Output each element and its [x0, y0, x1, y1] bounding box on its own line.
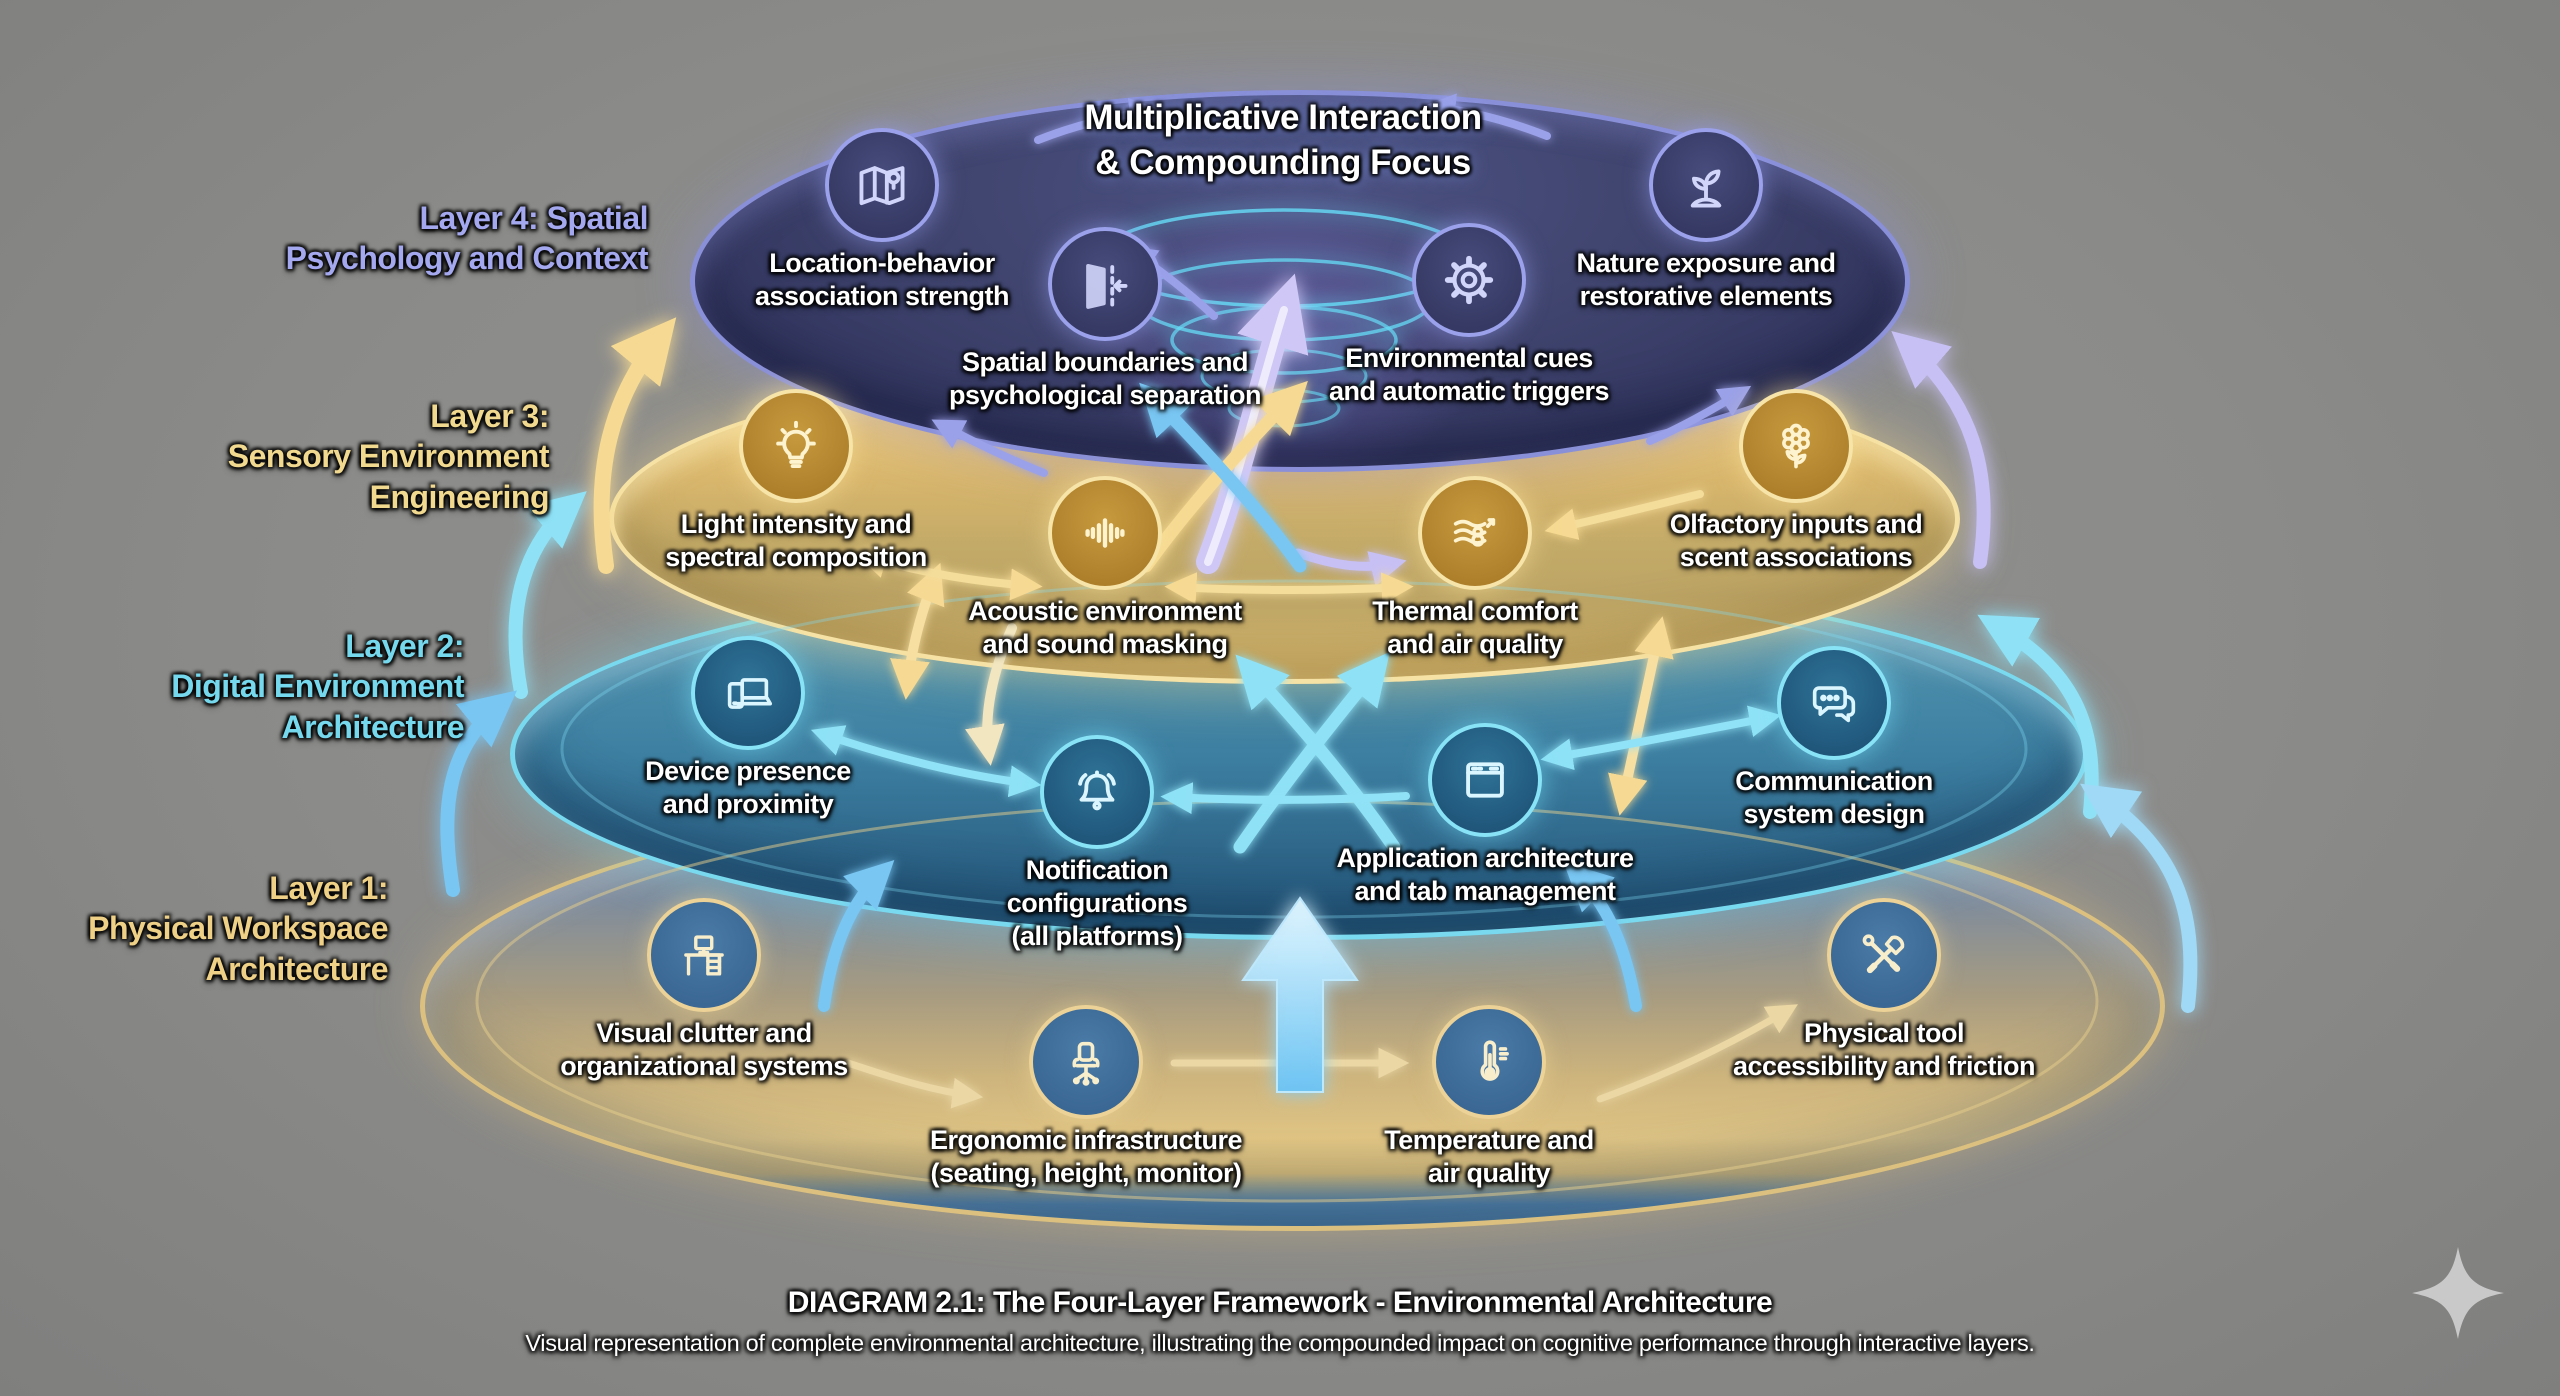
node-label: Nature exposure and restorative elements	[1576, 248, 1836, 311]
plant-sprout-icon	[1649, 128, 1763, 242]
node-label: Notification configurations (all platfor…	[1006, 855, 1188, 951]
diagram-center-title: Multiplicative Interaction & Compounding…	[1084, 98, 1482, 182]
node-physical-tool-accessibility: Physical tool accessibility and friction	[1694, 898, 2074, 1083]
center-up-arrow	[1241, 896, 1359, 1093]
node-temperature-air-quality: Temperature and air quality	[1299, 1005, 1679, 1190]
node-olfactory-inputs: Olfactory inputs and scent associations	[1606, 389, 1986, 574]
layer3-to-layer4-arrows	[1139, 380, 1308, 573]
caption-subheading: Visual representation of complete enviro…	[525, 1330, 2035, 1356]
node-label: Physical tool accessibility and friction	[1732, 1018, 2036, 1081]
devices-icon	[691, 636, 805, 750]
node-environmental-cues: Environmental cues and automatic trigger…	[1279, 223, 1659, 408]
node-notification-configurations: Notification configurations (all platfor…	[907, 735, 1287, 953]
node-label: Application architecture and tab managem…	[1336, 843, 1634, 906]
gear-icon	[1412, 223, 1526, 337]
air-flow-icon	[1418, 476, 1532, 590]
lightbulb-icon	[739, 389, 853, 503]
office-chair-icon	[1029, 1005, 1143, 1119]
node-communication-system: Communication system design	[1644, 646, 2024, 831]
node-location-behavior: Location-behavior association strength	[692, 128, 1072, 313]
node-thermal-comfort: Thermal comfort and air quality	[1285, 476, 1665, 661]
layer1-label: Layer 1: Physical Workspace Architecture	[88, 870, 388, 987]
layer2-to-layer3-arrows	[1233, 651, 1401, 854]
desk-icon	[647, 898, 761, 1012]
layer2-arrows	[810, 705, 1782, 815]
layer4-label: Layer 4: Spatial Psychology and Context	[285, 200, 649, 277]
node-label: Location-behavior association strength	[754, 248, 1010, 311]
node-label: Environmental cues and automatic trigger…	[1328, 343, 1610, 406]
node-label: Spatial boundaries and psychological sep…	[948, 347, 1262, 410]
node-ergonomic-infrastructure: Ergonomic infrastructure (seating, heigh…	[896, 1005, 1276, 1190]
node-label: Light intensity and spectral composition	[665, 509, 927, 572]
node-label: Communication system design	[1735, 766, 1933, 829]
node-label: Acoustic environment and sound masking	[968, 596, 1242, 659]
layer3-label: Layer 3: Sensory Environment Engineering	[227, 398, 550, 515]
tools-icon	[1827, 898, 1941, 1012]
node-label: Thermal comfort and air quality	[1372, 596, 1578, 659]
flower-icon	[1739, 389, 1853, 503]
node-light-intensity: Light intensity and spectral composition	[606, 389, 986, 574]
node-visual-clutter: Visual clutter and organizational system…	[514, 898, 894, 1083]
bell-icon	[1040, 735, 1154, 849]
node-acoustic-environment: Acoustic environment and sound masking	[915, 476, 1295, 661]
map-location-icon	[825, 128, 939, 242]
node-label: Ergonomic infrastructure (seating, heigh…	[929, 1125, 1243, 1188]
layer2-label: Layer 2: Digital Environment Architectur…	[171, 628, 464, 745]
node-device-presence: Device presence and proximity	[558, 636, 938, 821]
right-edge-arrows	[1891, 330, 2198, 1013]
sparkle-icon	[2412, 1247, 2504, 1339]
node-application-architecture: Application architecture and tab managem…	[1295, 723, 1675, 908]
node-label: Visual clutter and organizational system…	[560, 1018, 848, 1081]
door-boundary-icon	[1048, 227, 1162, 341]
chat-bubbles-icon	[1777, 646, 1891, 760]
sound-waveform-icon	[1048, 476, 1162, 590]
node-label: Device presence and proximity	[645, 756, 851, 819]
caption-heading: DIAGRAM 2.1: The Four-Layer Framework - …	[787, 1286, 1773, 1319]
node-nature-exposure: Nature exposure and restorative elements	[1516, 128, 1896, 313]
node-label: Temperature and air quality	[1384, 1125, 1594, 1188]
layer1-to-layer2-arrows	[818, 859, 1642, 1012]
left-edge-arrows	[440, 317, 677, 897]
layer3-arrows	[854, 490, 1704, 605]
node-label: Olfactory inputs and scent associations	[1669, 509, 1923, 572]
node-spatial-boundaries: Spatial boundaries and psychological sep…	[915, 227, 1295, 412]
browser-window-icon	[1428, 723, 1542, 837]
thermometer-icon	[1432, 1005, 1546, 1119]
